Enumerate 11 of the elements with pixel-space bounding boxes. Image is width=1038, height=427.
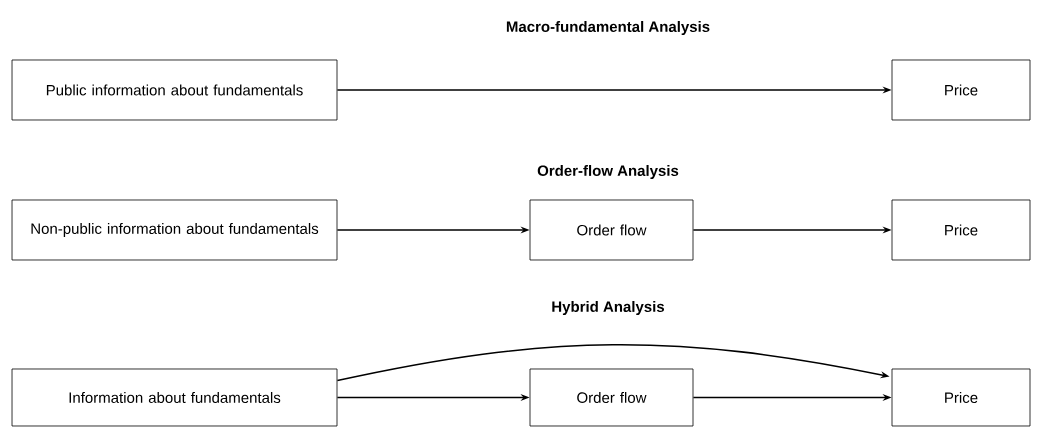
text-box: Information about fundamentals (11, 368, 338, 427)
text-box: Public information about fundamentals (11, 59, 338, 121)
section-heading: Macro-fundamental Analysis (506, 21, 710, 35)
text-box: Price (891, 199, 1031, 261)
text-box: Order flow (529, 199, 694, 261)
section-heading: Hybrid Analysis (552, 301, 665, 315)
text-box: Price (891, 368, 1031, 427)
text-box: Price (891, 59, 1031, 121)
section-heading: Order-flow Analysis (537, 165, 679, 179)
text-box: Order flow (529, 368, 694, 427)
text-box: Non-public information about fundamentals (11, 199, 338, 261)
